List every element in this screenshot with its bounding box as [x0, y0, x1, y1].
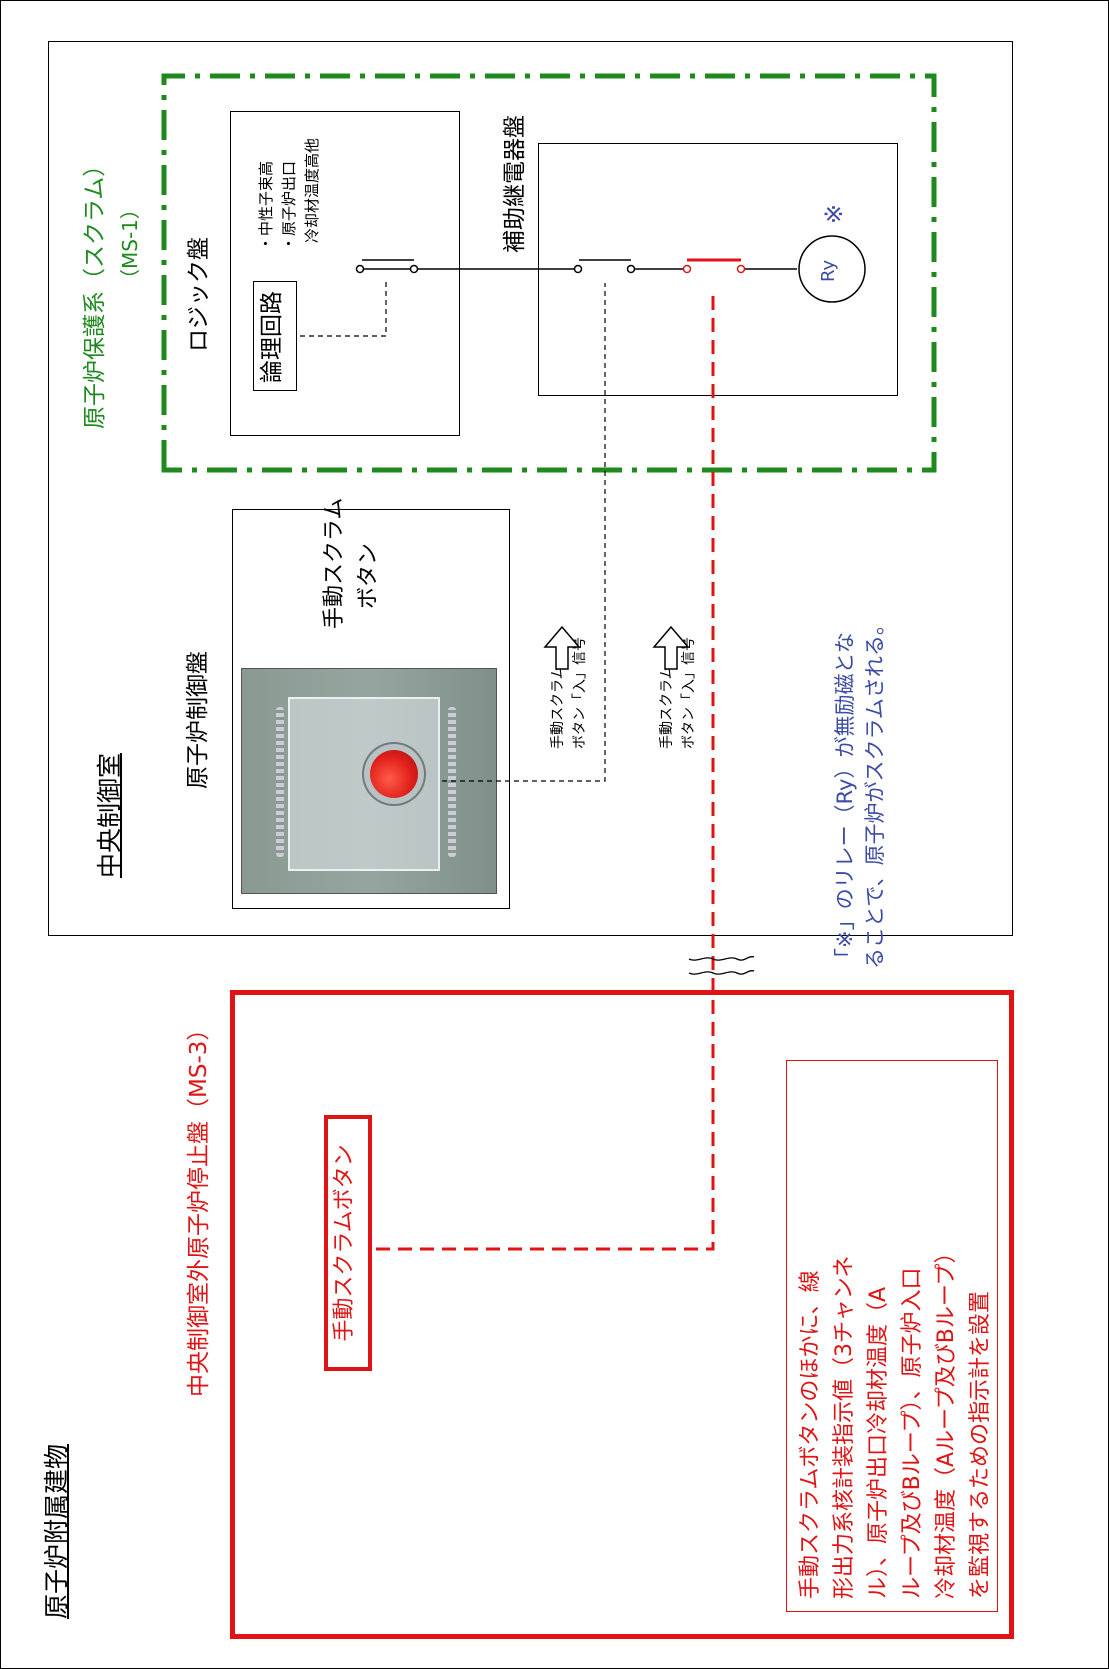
- relay-coil: [798, 235, 866, 303]
- signal-1-arrow: [543, 625, 581, 670]
- contact-terminal: [409, 264, 419, 274]
- break-mark: [688, 970, 755, 975]
- contact-terminal: [736, 264, 746, 274]
- protection-system-boundary: [161, 73, 937, 473]
- signal-2-arrow: [652, 625, 690, 670]
- logic-dashed-link: [300, 281, 387, 337]
- contact-terminal: [355, 264, 365, 274]
- break-mark: [688, 956, 755, 961]
- contact-terminal: [573, 264, 583, 274]
- contact-terminal: [626, 264, 636, 274]
- manual-signal-dashed-link: [442, 283, 606, 782]
- outside-signal-dashed-link: [376, 289, 715, 1251]
- contact-terminal: [682, 264, 692, 274]
